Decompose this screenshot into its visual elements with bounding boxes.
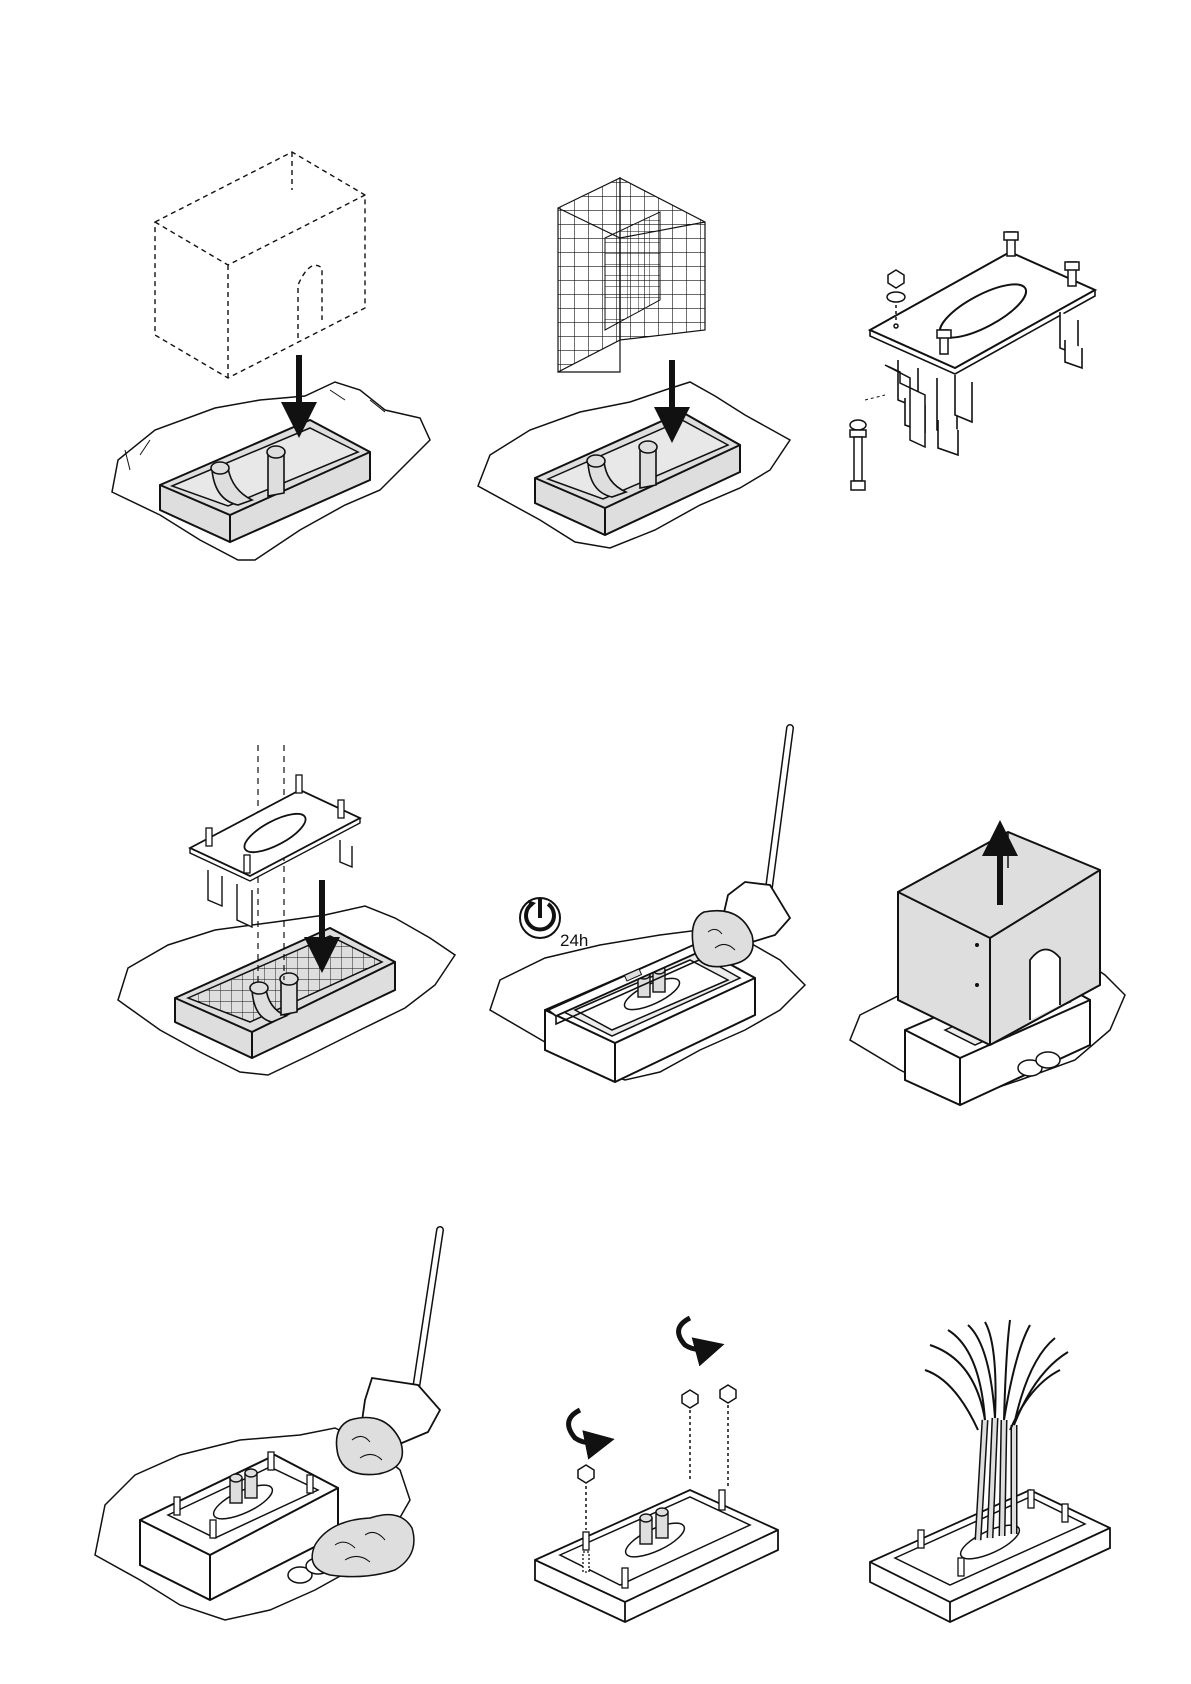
curing-time-label: 24h — [560, 931, 588, 950]
shovel-icon — [692, 728, 790, 967]
rebar-cage-icon — [558, 178, 705, 372]
step-4-insert-plate — [118, 745, 455, 1075]
rotate-arrow-icon — [569, 1318, 710, 1443]
step-9-route-cables — [870, 1320, 1110, 1622]
timer-24h-icon: 24h — [520, 898, 588, 950]
step-3-anchor-plate — [850, 232, 1095, 490]
step-5-pour-level: 24h — [490, 728, 805, 1082]
step-7-backfill — [95, 1230, 440, 1620]
bolt-icon — [850, 420, 866, 490]
step-1-formwork — [112, 152, 430, 560]
formwork-box-icon — [155, 152, 365, 378]
shovel-icon — [337, 1230, 441, 1475]
step-8-fit-nuts — [535, 1318, 778, 1622]
step-2-rebar — [478, 178, 790, 548]
step-6-remove-formwork — [850, 832, 1125, 1105]
